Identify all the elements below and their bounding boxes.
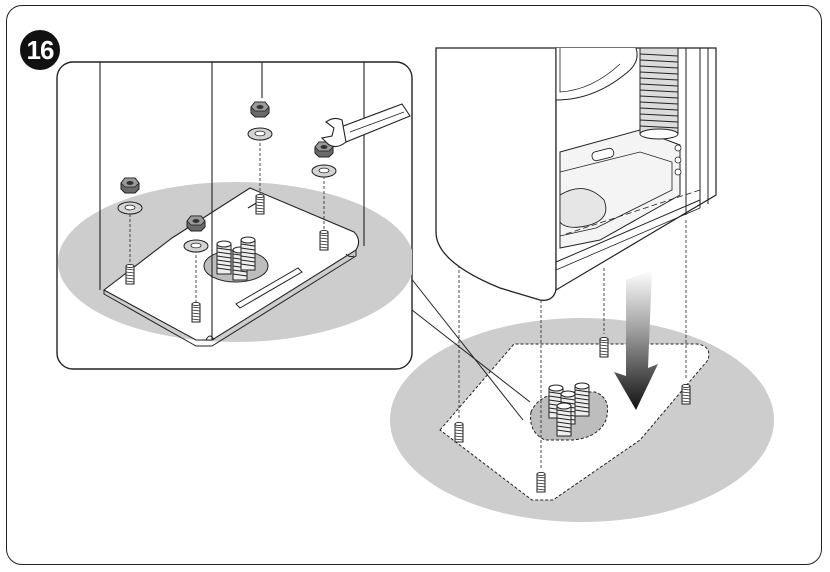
down-arrow-icon: [614, 270, 658, 410]
cabinet-edges: [99, 62, 365, 340]
spring-hose-icon: [639, 47, 679, 140]
alignment-guides: [458, 220, 687, 468]
step-number-badge: 16: [20, 30, 60, 70]
callout-lines: [394, 257, 531, 421]
main-scene: [390, 47, 774, 522]
wrench-icon: [320, 103, 411, 148]
alignment-guides: [129, 138, 325, 302]
cabinet-side-panel: [435, 47, 557, 301]
detail-inset: [56, 61, 413, 370]
